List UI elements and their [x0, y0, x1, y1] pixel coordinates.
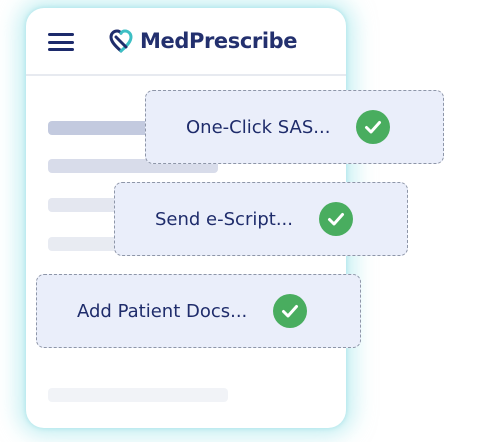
- brand[interactable]: MedPrescribe: [108, 26, 298, 56]
- action-add-patient-docs[interactable]: Add Patient Docs...: [36, 274, 361, 348]
- action-send-e-script[interactable]: Send e-Script...: [114, 182, 408, 256]
- action-label: One-Click SAS...: [186, 116, 331, 138]
- menu-bar: [48, 33, 74, 36]
- menu-bar: [48, 40, 74, 44]
- hamburger-menu-icon[interactable]: [48, 32, 74, 52]
- check-circle-icon: [273, 294, 308, 328]
- brand-name: MedPrescribe: [140, 29, 298, 53]
- check-circle-icon: [356, 110, 391, 144]
- action-label: Add Patient Docs...: [77, 300, 248, 322]
- app-header: MedPrescribe: [26, 8, 346, 76]
- placeholder-line: [48, 388, 228, 402]
- action-label: Send e-Script...: [155, 208, 293, 230]
- heart-logo-icon: [109, 29, 133, 53]
- menu-bar: [48, 48, 74, 51]
- action-one-click-sas[interactable]: One-Click SAS...: [145, 90, 444, 164]
- check-circle-icon: [319, 202, 353, 236]
